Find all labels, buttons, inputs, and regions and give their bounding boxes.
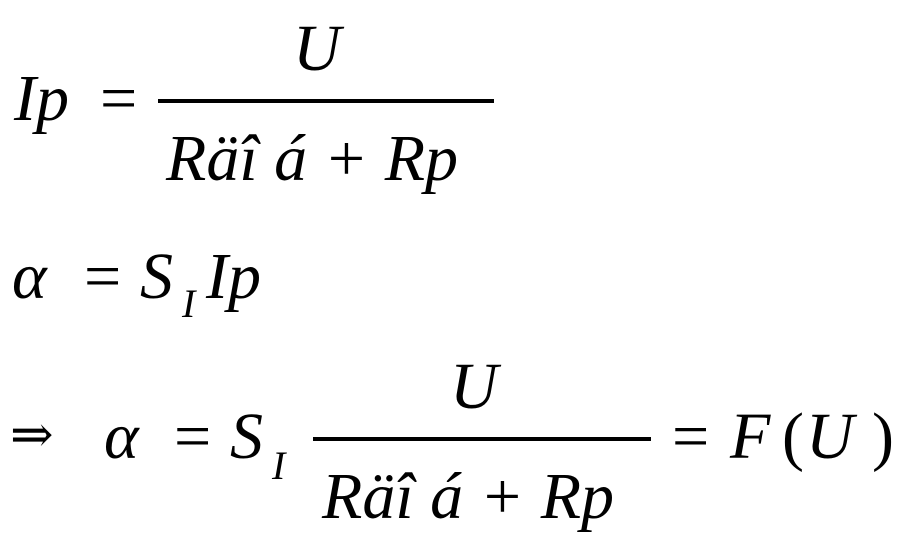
eq2-coef: S bbox=[140, 240, 173, 313]
eq3-function-name: F bbox=[730, 400, 771, 473]
eq1-numerator: U bbox=[293, 12, 341, 85]
eq1-denominator: Räî á + Rp bbox=[166, 122, 459, 195]
eq3-function-arg: U bbox=[806, 400, 854, 473]
eq3-equals-2: = bbox=[672, 400, 710, 473]
eq3-coef-subscript: I bbox=[272, 443, 286, 488]
eq3-denominator: Räî á + Rp bbox=[322, 460, 615, 533]
eq2-lhs: α bbox=[12, 240, 47, 313]
eq3-lhs: α bbox=[104, 400, 139, 473]
eq1-fraction-bar bbox=[158, 99, 494, 103]
eq2-var: Ip bbox=[206, 240, 261, 313]
eq3-close-paren: ) bbox=[872, 400, 894, 473]
eq1-equals: = bbox=[100, 62, 138, 135]
eq1-lhs: Ip bbox=[14, 62, 69, 135]
eq2-coef-subscript: I bbox=[182, 281, 196, 326]
eq2-equals: = bbox=[84, 240, 122, 313]
eq3-coef: S bbox=[230, 400, 263, 473]
eq3-numerator: U bbox=[450, 350, 498, 423]
eq3-equals: = bbox=[174, 400, 212, 473]
implies-arrow: ⇒ bbox=[10, 407, 54, 464]
eq3-fraction-bar bbox=[313, 437, 651, 441]
eq3-open-paren: ( bbox=[782, 400, 804, 473]
